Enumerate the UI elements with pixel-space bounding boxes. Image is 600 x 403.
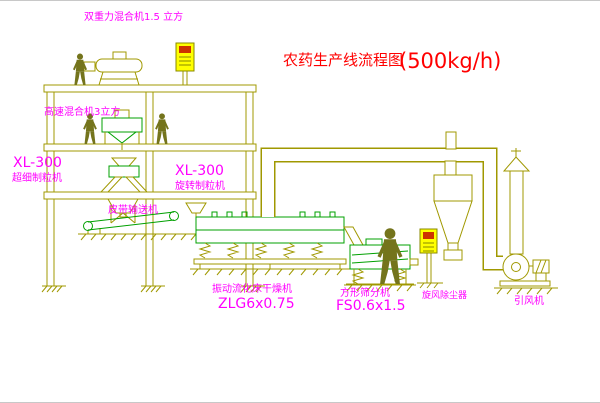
cyclone-separator xyxy=(433,131,473,261)
person-near-sieve xyxy=(377,228,403,284)
sieve-name-label: 方形筛分机 xyxy=(340,286,390,299)
person-mixing-floor-right xyxy=(155,113,169,144)
induced-draft-fan xyxy=(494,253,558,295)
belt-conveyor xyxy=(78,211,197,241)
granulator-mid-model-label: XL-300 xyxy=(175,163,224,179)
electric-cabinet-right xyxy=(417,228,443,289)
dust-collector-label: 旋风除尘器 xyxy=(422,289,467,301)
granulator-mid-name-label: 旋转制粒机 xyxy=(175,179,225,192)
high-speed-mixer-label: 高速混合机3立方 xyxy=(44,105,120,118)
gravity-mixer-label: 双重力混合机1.5 立方 xyxy=(84,10,183,23)
high-speed-mixer xyxy=(101,109,143,150)
granulator-left-name-label: 超细制粒机 xyxy=(12,171,62,184)
fluid-bed-dryer xyxy=(190,211,364,276)
fan-label: 引风机 xyxy=(514,294,544,307)
diagram-title: 农药生产线流程图 xyxy=(283,51,403,69)
exhaust-stack xyxy=(502,148,531,255)
granulator-left-model-label: XL-300 xyxy=(13,155,62,171)
discharge-bin xyxy=(107,198,139,224)
belt-conveyor-label: 皮带输送机 xyxy=(108,203,158,216)
dryer-model-label: ZLG6x0.75 xyxy=(218,296,295,312)
electric-cabinet-top xyxy=(175,42,195,86)
gravity-mixer xyxy=(83,51,143,86)
feed-hopper xyxy=(185,202,207,217)
building-frame xyxy=(41,84,265,293)
person-on-roof xyxy=(72,53,88,85)
labels-layer: 双重力混合机1.5 立方 高速混合机3立方 XL-300 超细制粒机 XL-30… xyxy=(12,10,544,314)
exhaust-duct xyxy=(260,147,503,271)
dryer-name-label: 振动流化床干燥机 xyxy=(212,282,292,295)
sieve-model-label: FS0.6x1.5 xyxy=(336,298,406,314)
rotary-granulator xyxy=(99,157,149,193)
diagram-title-capacity: (500kg/h) xyxy=(399,49,501,73)
